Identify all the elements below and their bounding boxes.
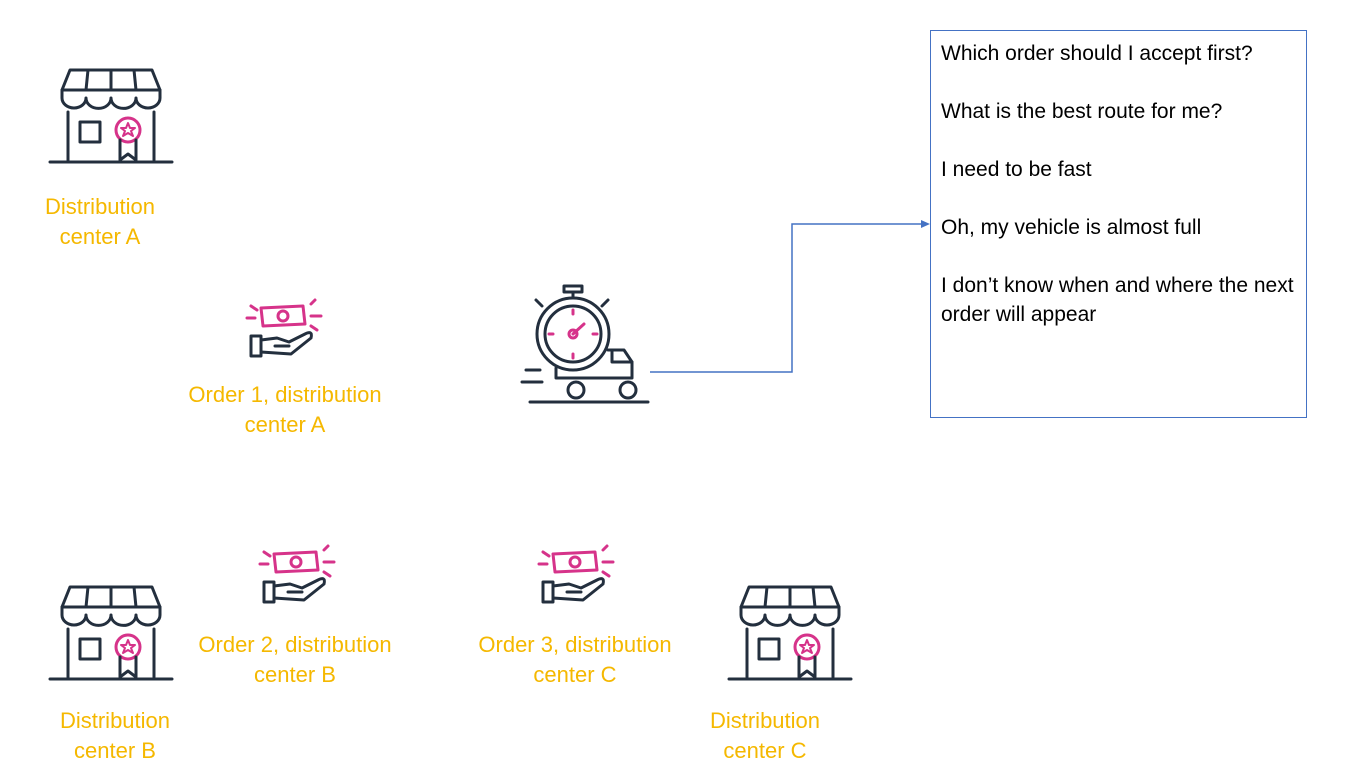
store-icon (48, 68, 174, 170)
thought-item: Which order should I accept first? (941, 42, 1253, 65)
delivery-truck-stopwatch-icon (520, 282, 652, 410)
thought-item: Oh, my vehicle is almost full (941, 216, 1202, 239)
thought-item: I don’t know when and where the next ord… (941, 274, 1294, 326)
thought-box: Which order should I accept first? What … (930, 30, 1307, 418)
thought-item: I need to be fast (941, 158, 1092, 181)
thought-item: What is the best route for me? (941, 100, 1223, 123)
cash-hand-icon (537, 544, 615, 606)
store-icon (727, 585, 853, 687)
cash-hand-icon (245, 298, 323, 360)
store-icon (48, 585, 174, 687)
cash-hand-icon (258, 544, 336, 606)
